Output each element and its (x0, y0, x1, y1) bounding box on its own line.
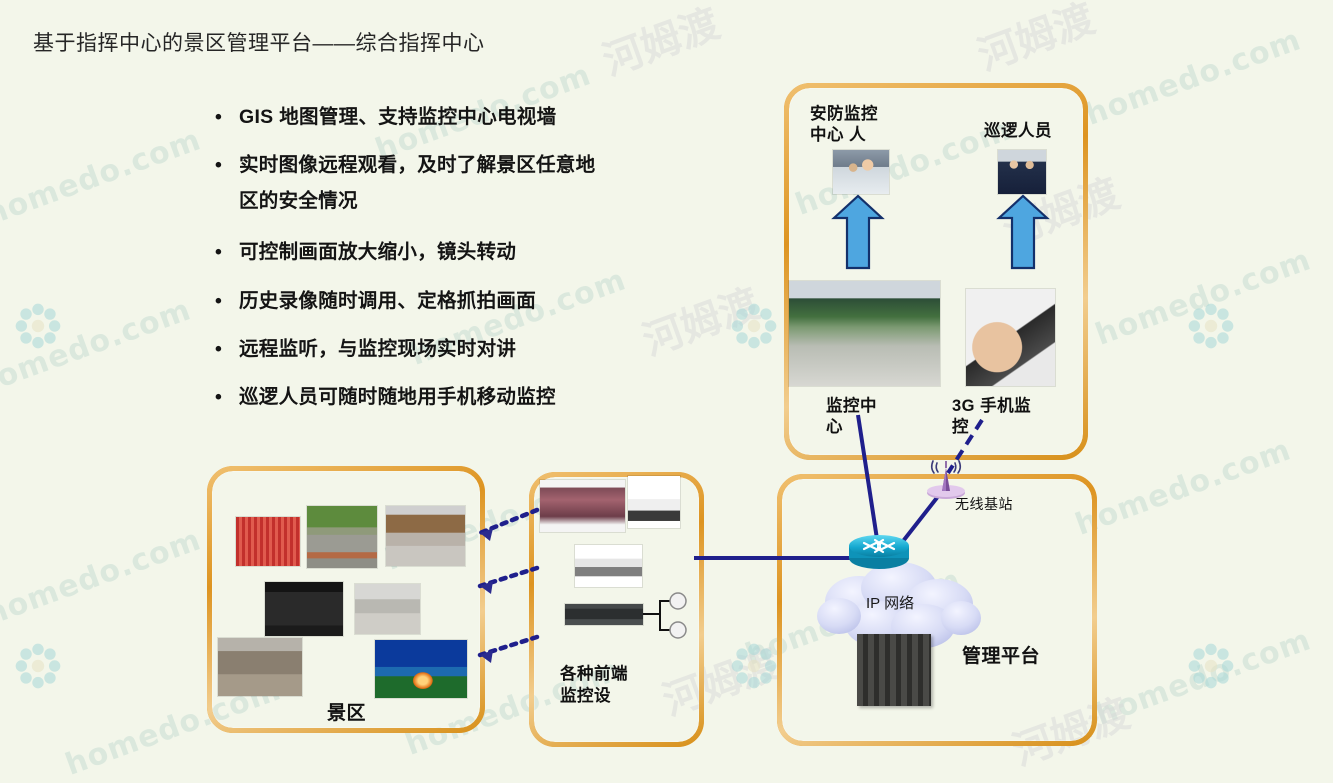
bullet-text: 可控制画面放大缩小，镜头转动 (239, 241, 517, 264)
feature-bullet-list: •GIS 地图管理、支持监控中心电视墙 •实时图像远程观看，及时了解景区任意地 … (215, 104, 685, 429)
flower-logo-icon (15, 643, 61, 689)
bullet-marker: • (215, 106, 223, 128)
control-center-label: 监控中心 (826, 397, 877, 436)
flower-logo-icon (731, 303, 777, 349)
front-end-devices-label-line2: 监控设 (560, 686, 611, 705)
watermark-text: homedo.com (0, 122, 206, 233)
fire-photo (375, 640, 467, 698)
platform-label: 管理平台 (962, 646, 1041, 667)
watermark-text: homedo.com (0, 522, 206, 633)
security-staff-label: 安防监控 中心 人 (810, 105, 878, 144)
dvr-photo (565, 604, 643, 625)
flower-logo-icon (731, 643, 777, 689)
patrol-staff-label: 巡逻人员 (984, 122, 1052, 140)
control-room-photo (789, 281, 940, 386)
front-end-devices-label-line1: 各种前端 (560, 665, 628, 683)
bullet-marker: • (215, 241, 223, 264)
list-item: • 可控制画面放大缩小，镜头转动 (215, 239, 685, 265)
crowd-photo (236, 517, 300, 566)
ip-network-label: IP 网络 (866, 595, 915, 612)
road-photo (307, 506, 377, 568)
ip-cloud-icon (817, 562, 981, 648)
bullet-marker: • (215, 289, 223, 312)
page-title: 基于指挥中心的景区管理平台——综合指挥中心 (33, 32, 485, 55)
mobile-phone-photo (966, 289, 1055, 386)
bullet-text: 区的安全情况 (239, 190, 358, 213)
bullet-text: 巡逻人员可随时随地用手机移动监控 (239, 385, 556, 408)
flower-logo-icon (1188, 303, 1234, 349)
server-rack-icon (857, 634, 931, 706)
patrol-officer-photo (998, 150, 1046, 194)
flower-logo-icon (1188, 643, 1234, 689)
router-icon (849, 535, 909, 569)
monitor-center-panel (784, 83, 1088, 460)
bullet-marker: • (215, 385, 223, 408)
list-item: • 巡逻人员可随时随地用手机移动监控 (215, 384, 685, 410)
front-end-devices-label: 各种前端 监控设 (560, 664, 644, 708)
bullet-text: 历史录像随时调用、定格抓拍画面 (239, 289, 537, 312)
network-platform-panel (777, 474, 1097, 746)
flower-logo-icon (15, 303, 61, 349)
base-station-label: 无线基站 (955, 496, 1013, 512)
list-item: • 历史录像随时调用、定格抓拍画面 (215, 288, 685, 314)
list-item: • 实时图像远程观看，及时了解景区任意地 (215, 152, 685, 178)
bullet-marker: • (215, 154, 223, 177)
parking-photo (265, 582, 343, 636)
ruins-photo (218, 638, 302, 696)
scenic-area-panel (207, 466, 485, 733)
box-camera-photo (575, 545, 642, 587)
scenic-area-label: 景区 (327, 703, 367, 724)
watermark-text: homedo.com (1090, 622, 1316, 733)
wireless-base-station-icon (927, 460, 965, 499)
watermark-text: homedo.com (1080, 22, 1306, 133)
watermark-text: homedo.com (1070, 432, 1296, 543)
bullet-text: GIS 地图管理、支持监控中心电视墙 (239, 106, 557, 128)
watermark-cn-text: 河姆渡 (597, 0, 726, 85)
gate-photo (355, 584, 420, 634)
watermark-cn-text: 河姆渡 (972, 0, 1101, 80)
list-item: 区的安全情况 (239, 188, 685, 214)
list-item: • 远程监听，与监控现场实时对讲 (215, 336, 685, 362)
bullet-marker: • (215, 337, 223, 360)
watermark-text: homedo.com (0, 292, 196, 403)
bullet-camera-photo (540, 480, 625, 532)
front-end-devices-panel (529, 472, 704, 747)
mobile-3g-label: 3G 手机监控 (952, 397, 1032, 436)
security-operator-photo (833, 150, 889, 194)
hall-photo (386, 506, 465, 566)
watermark-text: homedo.com (1090, 242, 1316, 353)
bullet-text: 实时图像远程观看，及时了解景区任意地 (239, 154, 596, 177)
bullet-text: 远程监听，与监控现场实时对讲 (239, 337, 517, 360)
dome-camera-photo (628, 476, 680, 528)
list-item: • GIS 地图管理、支持监控中心电视墙 (215, 104, 685, 130)
